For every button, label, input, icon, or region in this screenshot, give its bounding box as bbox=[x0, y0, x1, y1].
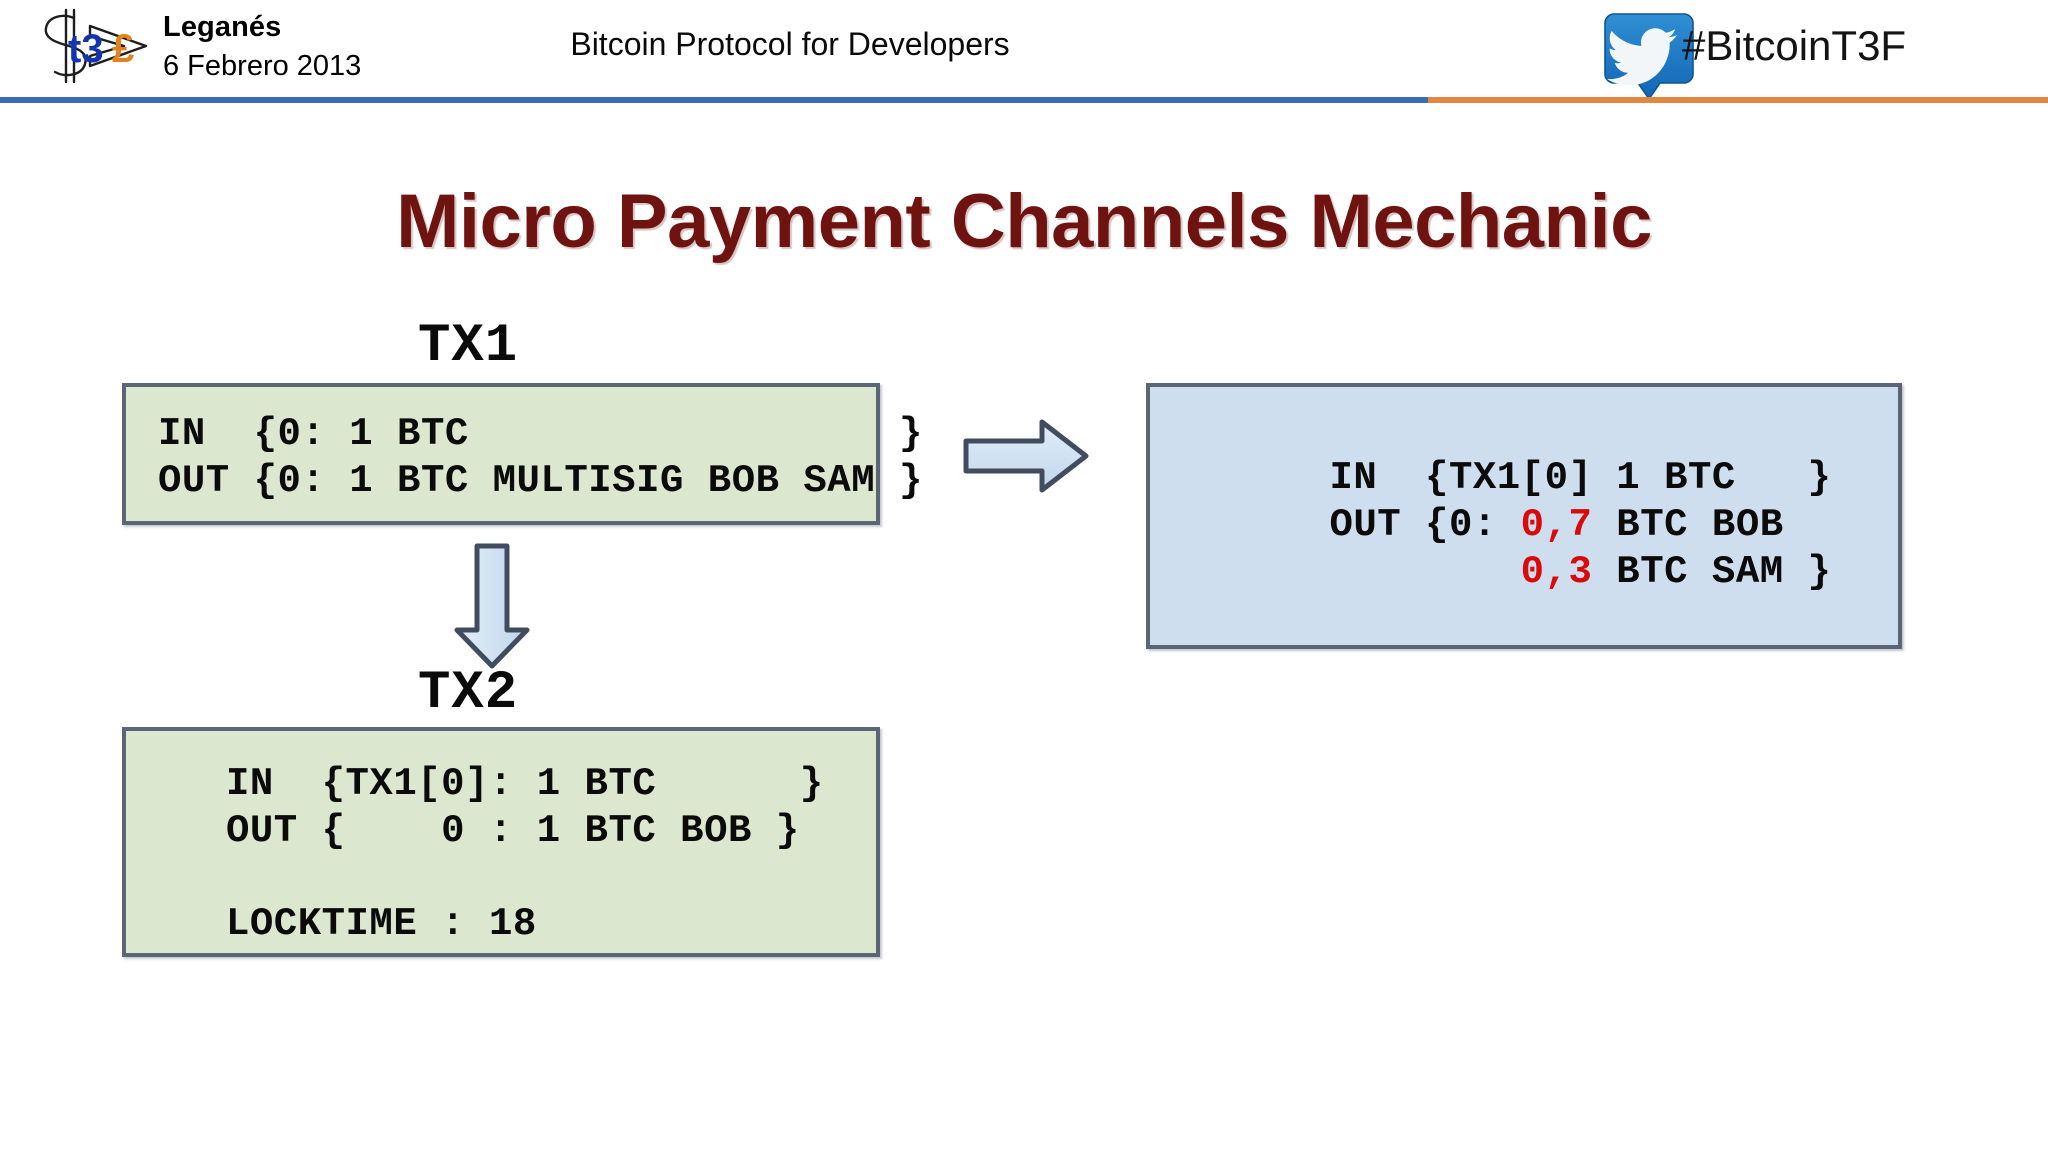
tx1-label: TX1 bbox=[418, 316, 519, 377]
header-city: Leganés bbox=[163, 11, 282, 43]
arrow-down-icon bbox=[452, 542, 532, 670]
header-divider bbox=[0, 97, 2048, 103]
tx1-line-in: IN {0: 1 BTC } bbox=[158, 412, 923, 456]
tx2-label: TX2 bbox=[418, 663, 519, 724]
twitter-bird-icon bbox=[1602, 10, 1696, 104]
tx2-line-in: IN {TX1[0]: 1 BTC } bbox=[226, 762, 824, 806]
result-transaction-box: IN {TX1[0] 1 BTC } OUT {0: 0,7 BTC BOB 0… bbox=[1146, 383, 1902, 649]
tx1-transaction-box: IN {0: 1 BTC } OUT {0: 1 BTC MULTISIG BO… bbox=[122, 383, 922, 525]
result-line-in-pre: IN {TX1[0] 1 BTC } bbox=[1329, 456, 1832, 500]
divider-segment-blue bbox=[0, 97, 1428, 103]
result-line-in: IN {TX1[0] 1 BTC } bbox=[1186, 412, 1831, 544]
header-organization: Leganés 6 Febrero 2013 bbox=[163, 8, 463, 96]
result-line-out-sam-highlight: 0,3 bbox=[1520, 550, 1593, 594]
page-title: Micro Payment Channels Mechanic bbox=[396, 179, 1652, 264]
header-date: 6 Febrero 2013 bbox=[163, 50, 362, 82]
divider-segment-orange bbox=[1428, 97, 2048, 103]
header-center-title: Bitcoin Protocol for Developers bbox=[570, 26, 1010, 62]
result-line-out-bob-pre: OUT {0: bbox=[1329, 503, 1521, 547]
result-line-out-bob: OUT {0: 0,7 BTC BOB bbox=[1186, 459, 1784, 591]
slide-header: t3 £ Leganés 6 Febrero 2013 Bitcoin Prot… bbox=[0, 0, 2048, 104]
logo-text-pound: £ bbox=[112, 27, 134, 71]
tx1-line-out: OUT {0: 1 BTC MULTISIG BOB SAM } bbox=[158, 459, 923, 503]
t3f-logo: t3 £ bbox=[28, 4, 168, 96]
result-line-out-bob-post: BTC BOB bbox=[1592, 503, 1784, 547]
tx2-line-out: OUT { 0 : 1 BTC BOB } bbox=[226, 809, 800, 853]
result-line-out-sam-pre bbox=[1329, 550, 1520, 594]
result-line-out-sam: 0,3 BTC SAM } bbox=[1186, 506, 1831, 638]
result-line-out-bob-highlight: 0,7 bbox=[1520, 503, 1593, 547]
tx2-line-locktime: LOCKTIME : 18 bbox=[226, 902, 537, 946]
twitter-handle: #BitcoinT3F bbox=[1682, 22, 1907, 69]
result-line-out-sam-post: BTC SAM } bbox=[1592, 550, 1832, 594]
tx2-transaction-box: IN {TX1[0]: 1 BTC } OUT { 0 : 1 BTC BOB … bbox=[122, 727, 880, 957]
logo-text-t3: t3 bbox=[68, 27, 104, 71]
arrow-right-icon bbox=[962, 417, 1090, 495]
